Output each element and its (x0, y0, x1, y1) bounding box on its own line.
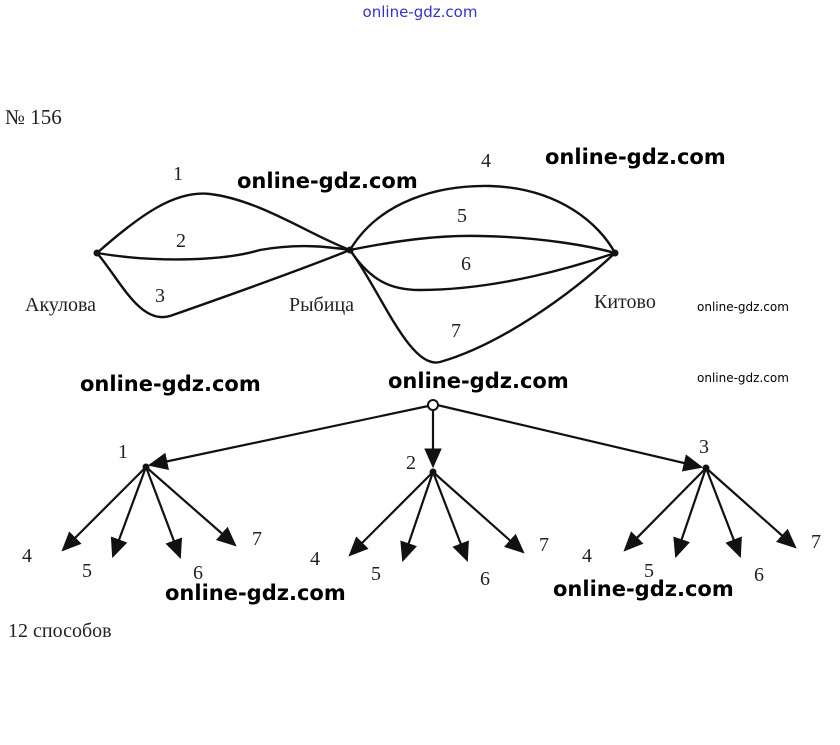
tree-label-1: 1 (118, 441, 128, 463)
node-rybitsa (346, 246, 354, 254)
tree-leaf-arrow (673, 467, 708, 559)
edge-4 (348, 184, 617, 254)
edge-6 (349, 249, 616, 292)
tree-label-3: 3 (699, 436, 709, 458)
watermark: online-gdz.com (165, 581, 346, 605)
tree-branch (147, 403, 434, 470)
leaf-label: 4 (582, 545, 592, 567)
tree-branch (436, 403, 704, 472)
leaf-label: 5 (82, 560, 92, 582)
edge-label-2: 2 (176, 230, 186, 252)
watermark: online-gdz.com (697, 300, 789, 314)
edge-label-5: 5 (457, 205, 467, 227)
problem-number: № 156 (5, 105, 62, 129)
tree-leaf-arrow (400, 471, 435, 563)
edge-7 (349, 249, 616, 364)
tree-diagram (61, 399, 797, 563)
edge-5 (349, 234, 616, 255)
edge-3 (96, 248, 351, 319)
watermark: online-gdz.com (237, 169, 418, 193)
leaf-label: 4 (310, 548, 320, 570)
watermark: online-gdz.com (545, 145, 726, 169)
watermark: online-gdz.com (80, 372, 261, 396)
watermark: online-gdz.com (697, 371, 789, 385)
watermark: online-gdz.com (388, 369, 569, 393)
leaf-label: 4 (22, 545, 32, 567)
edge-label-1: 1 (173, 163, 183, 185)
tree-leaf-arrow (61, 466, 147, 552)
town-rybitsa: Рыбица (289, 294, 354, 316)
leaf-label: 5 (371, 563, 381, 585)
edge-2 (96, 244, 351, 261)
tree-leaf-arrow (432, 471, 525, 554)
tree-leaf-arrow (348, 471, 434, 557)
leaf-label: 6 (480, 568, 490, 590)
town-akulova: Акулова (25, 294, 96, 316)
leaf-label: 5 (644, 560, 654, 582)
road-graph (93, 184, 619, 364)
edge-label-3: 3 (155, 285, 165, 307)
tree-leaf-arrow (704, 467, 742, 559)
tree-leaf-arrow (623, 467, 707, 552)
watermark: online-gdz.com (553, 577, 734, 601)
tree-root (427, 399, 439, 411)
tree-label-2: 2 (406, 452, 416, 474)
tree-leaf-arrow (145, 466, 237, 547)
leaf-label: 6 (754, 564, 764, 586)
leaf-label: 7 (811, 531, 821, 553)
leaf-label: 7 (539, 534, 549, 556)
town-kitovo: Китово (594, 291, 656, 313)
edge-label-6: 6 (461, 253, 471, 275)
node-akulova (93, 249, 101, 257)
tree-leaf-arrow (431, 471, 469, 563)
edge-1 (96, 192, 351, 254)
edge-label-7: 7 (451, 320, 461, 342)
edge-label-4: 4 (481, 150, 491, 172)
tree-leaf-arrow (705, 467, 797, 549)
answer-text: 12 способов (8, 620, 112, 642)
node-kitovo (611, 249, 619, 257)
tree-leaf-arrow (144, 466, 183, 560)
header-watermark: online-gdz.com (363, 3, 478, 21)
leaf-label: 7 (252, 528, 262, 550)
leaf-label: 6 (193, 562, 203, 584)
tree-leaf-arrow (110, 466, 148, 559)
